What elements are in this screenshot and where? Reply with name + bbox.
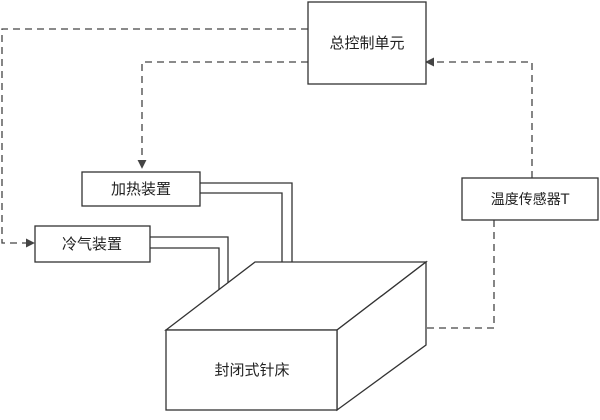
machine-label: 封闭式针床 xyxy=(214,361,289,379)
control-unit-box xyxy=(307,1,427,85)
link-sensor-to-control xyxy=(425,57,533,178)
duct-heater-to-machine xyxy=(200,182,293,268)
temp-sensor-label: 温度传感器T xyxy=(491,191,570,208)
heater-box xyxy=(81,171,201,207)
link-sensor-to-machine xyxy=(386,220,495,333)
link-control-to-heater xyxy=(137,61,308,169)
heater-label: 加热装置 xyxy=(111,180,171,198)
control-unit-label: 总控制单元 xyxy=(329,34,404,52)
link-control-to-cooler xyxy=(1,28,308,248)
temp-sensor-box xyxy=(461,177,599,221)
machine-3d-box xyxy=(164,260,428,412)
cooler-box xyxy=(34,225,151,263)
cooler-label: 冷气装置 xyxy=(62,235,122,253)
